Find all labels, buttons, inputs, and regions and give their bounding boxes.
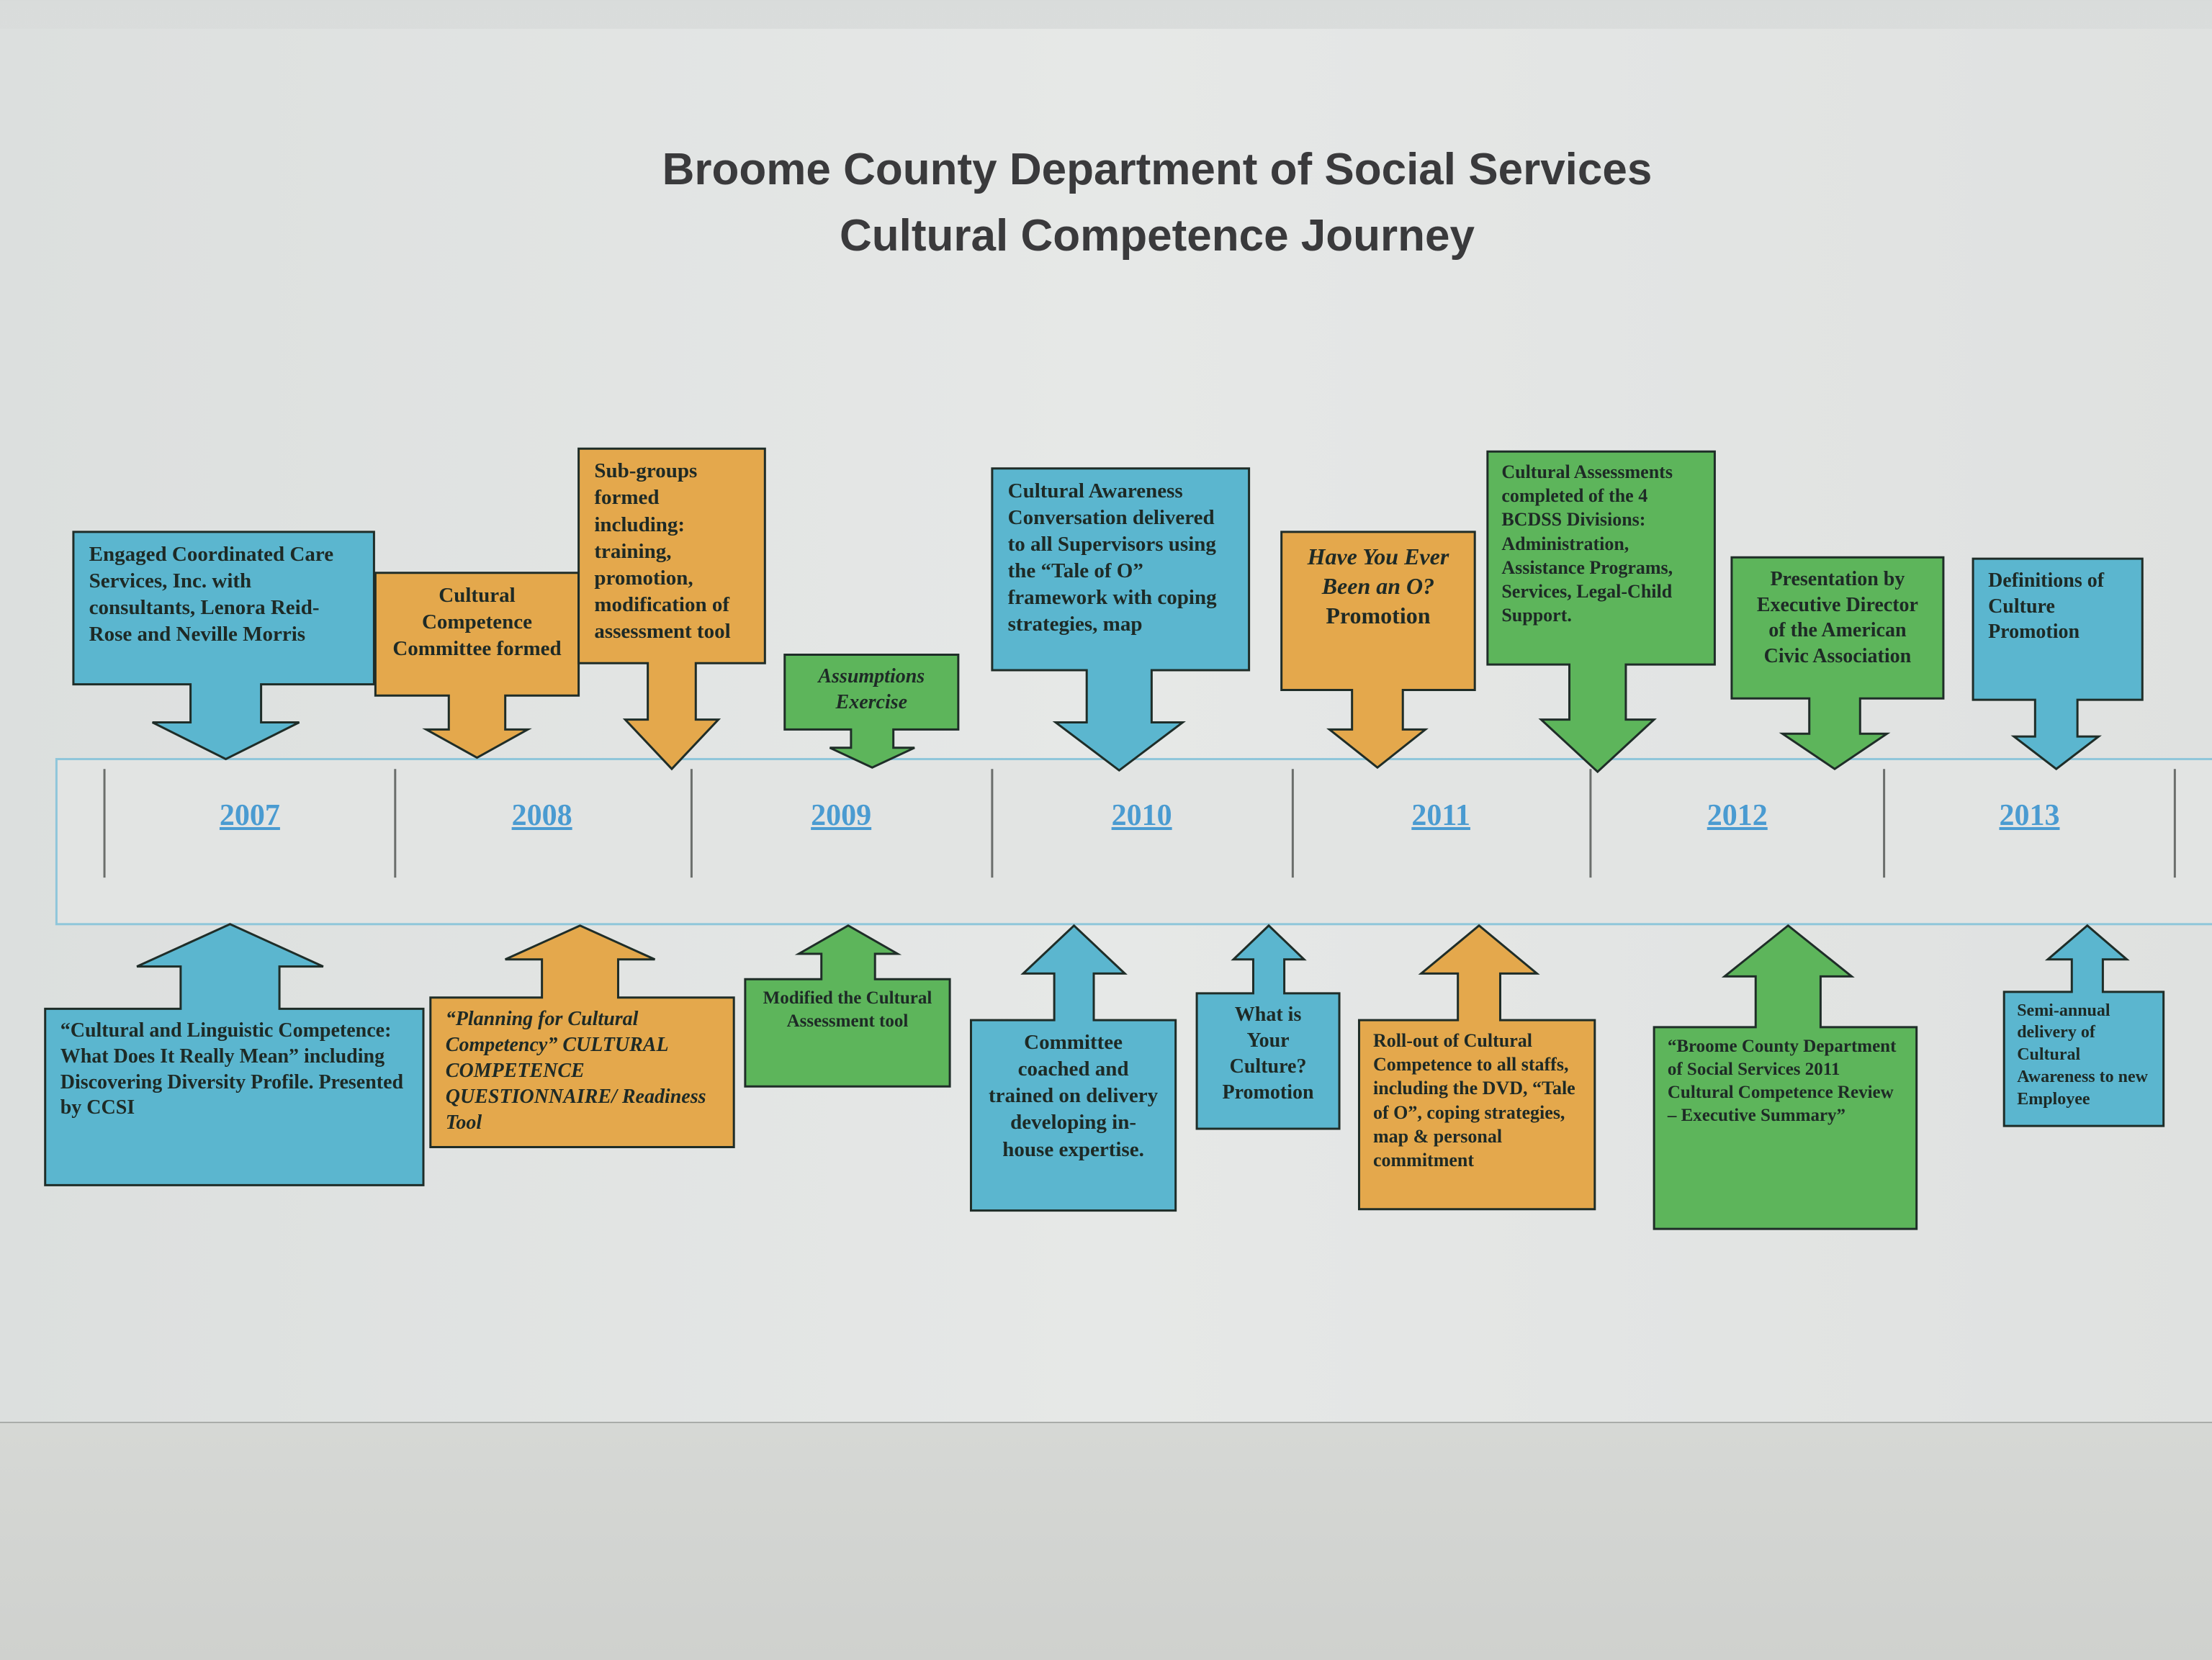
milestone-below-5-text: What is Your Culture? Promotion xyxy=(1197,993,1339,1115)
milestone-description: Sub-groups formed including: training, p… xyxy=(594,459,731,643)
milestone-italic-text: Have You Ever Been an O? xyxy=(1307,543,1449,600)
milestone-below-7-arrow xyxy=(1653,924,1918,1230)
wall-background xyxy=(0,1422,2212,1660)
milestone-below-2-arrow xyxy=(429,924,735,1148)
milestone-above-3-text: Sub-groups formed including: training, p… xyxy=(579,448,765,654)
milestone-below-2-text: “Planning for Cultural Competency” CULTU… xyxy=(431,998,734,1145)
milestone-below-1-text: “Cultural and Linguistic Competence: Wha… xyxy=(45,1009,423,1130)
milestone-below-3-text: Modified the Cultural Assessment tool xyxy=(745,979,950,1042)
milestone-above-4-arrow xyxy=(783,653,960,769)
milestone-below-8-arrow xyxy=(2002,924,2165,1127)
milestone-description: Cultural Assessments completed of the 4 … xyxy=(1501,461,1673,626)
milestone-above-2-arrow xyxy=(374,572,580,759)
page-subtitle: Cultural Competence Journey xyxy=(840,211,1475,261)
milestone-above-7-text: Cultural Assessments completed of the 4 … xyxy=(1488,451,1715,636)
milestone-description: Promotion xyxy=(1326,603,1431,629)
year-link-2009[interactable]: 2009 xyxy=(811,799,872,833)
milestone-description: Cultural Competence Committee formed xyxy=(392,583,562,661)
year-link-2008[interactable]: 2008 xyxy=(511,799,572,833)
milestone-below-4-text: Committee coached and trained on deliver… xyxy=(971,1020,1175,1173)
milestone-above-2-text: Cultural Competence Committee formed xyxy=(375,573,578,672)
milestone-description: Engaged Coordinated Care Services, Inc. … xyxy=(89,542,334,646)
milestone-above-3-arrow xyxy=(577,447,766,771)
milestone-above-9-arrow xyxy=(1972,557,2144,771)
milestone-above-4-text: Assumptions Exercise xyxy=(785,654,958,724)
milestone-below-5-arrow xyxy=(1195,924,1341,1130)
year-link-2010[interactable]: 2010 xyxy=(1111,799,1172,833)
milestone-below-1-arrow xyxy=(44,923,425,1186)
milestone-below-7-text: “Broome County Department of Social Serv… xyxy=(1654,1027,1917,1136)
milestone-description: Cultural Awareness Conversation delivere… xyxy=(1007,479,1217,636)
milestone-below-6-arrow xyxy=(1357,924,1596,1211)
milestone-description: Definitions of Culture Promotion xyxy=(1988,569,2105,644)
milestone-below-4-arrow xyxy=(969,924,1177,1212)
milestone-description: Semi-annual delivery of Cultural Awarene… xyxy=(2017,1001,2148,1109)
milestone-description: “Cultural and Linguistic Competence: Wha… xyxy=(60,1019,404,1119)
year-link-2007[interactable]: 2007 xyxy=(219,799,280,833)
milestone-below-3-arrow xyxy=(744,924,951,1088)
milestone-description: Presentation by Executive Director of th… xyxy=(1756,567,1918,668)
milestone-above-1-text: Engaged Coordinated Care Services, Inc. … xyxy=(73,532,374,658)
milestone-above-5-text: Cultural Awareness Conversation delivere… xyxy=(992,469,1249,648)
milestone-below-8-text: Semi-annual delivery of Cultural Awarene… xyxy=(2004,992,2163,1118)
milestone-below-6-text: Roll-out of Cultural Competence to all s… xyxy=(1359,1020,1594,1181)
milestone-above-7-arrow xyxy=(1486,450,1716,774)
milestone-description: “Broome County Department of Social Serv… xyxy=(1667,1037,1897,1126)
year-link-2012[interactable]: 2012 xyxy=(1707,799,1768,833)
milestone-description: Modified the Cultural Assessment tool xyxy=(763,988,932,1032)
milestone-above-5-arrow xyxy=(991,467,1251,772)
milestone-description: Roll-out of Cultural Competence to all s… xyxy=(1372,1029,1575,1171)
year-link-2011[interactable]: 2011 xyxy=(1411,799,1470,833)
page-title: Broome County Department of Social Servi… xyxy=(662,145,1653,194)
milestone-description: Committee coached and trained on deliver… xyxy=(988,1031,1159,1161)
timeline-band xyxy=(55,757,2212,926)
year-link-2013[interactable]: 2013 xyxy=(1999,799,2060,833)
milestone-above-8-text: Presentation by Executive Director of th… xyxy=(1732,557,1943,679)
milestone-above-6-arrow xyxy=(1280,531,1476,770)
milestone-above-9-text: Definitions of Culture Promotion xyxy=(1973,559,2142,654)
milestone-italic-text: Assumptions Exercise xyxy=(818,665,925,713)
milestone-above-6-text: Have You Ever Been an O? Promotion xyxy=(1282,532,1475,641)
milestone-above-1-arrow xyxy=(72,531,375,761)
milestone-description: What is Your Culture? Promotion xyxy=(1222,1003,1314,1104)
milestone-italic-text: “Planning for Cultural Competency” CULTU… xyxy=(445,1008,706,1134)
milestone-above-8-arrow xyxy=(1730,556,1945,771)
